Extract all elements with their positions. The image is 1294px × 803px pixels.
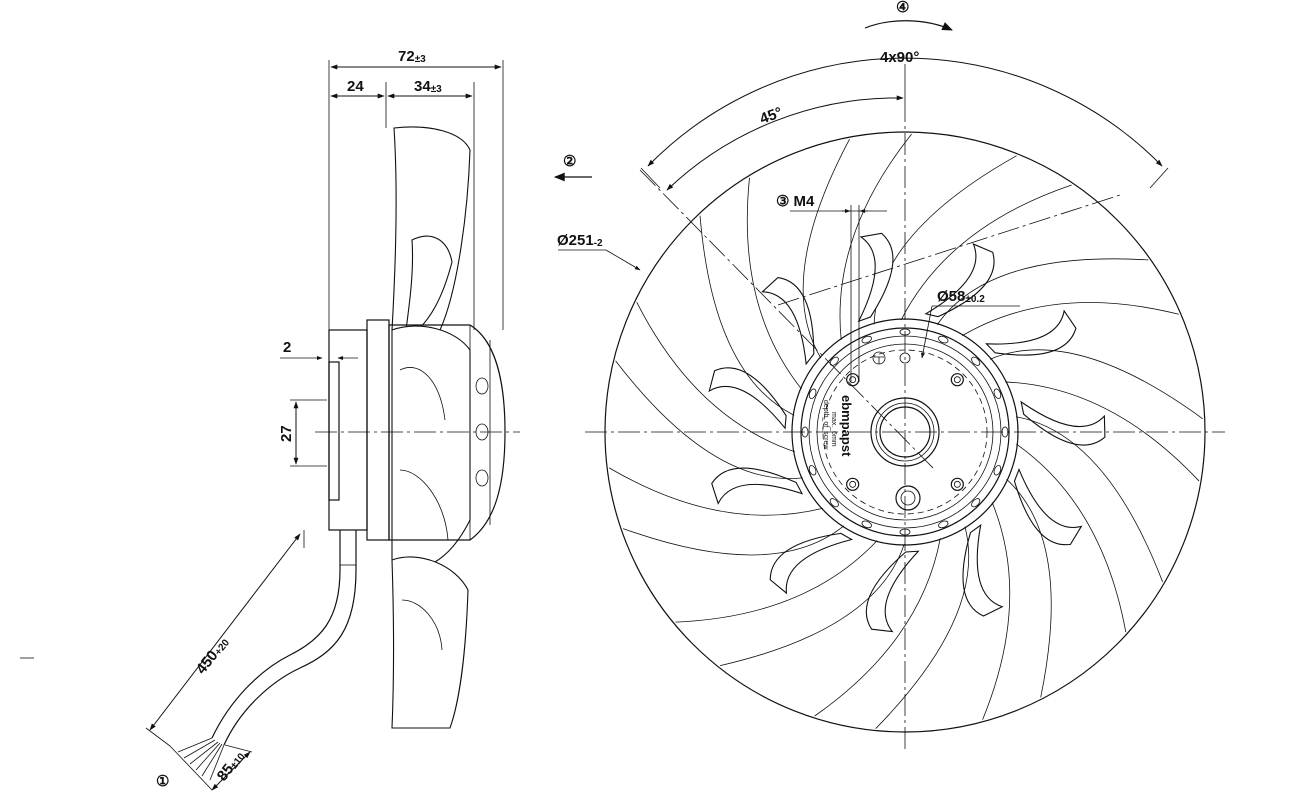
blade-strut [761, 276, 815, 366]
bolt-hole-inner [849, 480, 857, 488]
angle-pattern-label: 4x90° [880, 49, 919, 66]
brand-label: ebmpapst [839, 395, 854, 457]
blade-edge [936, 258, 1149, 325]
strip-length-label: 85±10 [214, 747, 248, 784]
blade-edge [1016, 443, 1127, 633]
blade-edge [814, 538, 941, 717]
blade-edge [746, 177, 802, 390]
blade-edge [622, 525, 845, 556]
hub-note-2: max._6mm [830, 412, 837, 447]
hub-slot [808, 465, 817, 476]
hub-slot [938, 520, 949, 529]
angle-offset-label: 45° [758, 104, 785, 128]
blade-edge [1015, 416, 1163, 582]
blade-edge [636, 302, 795, 453]
blade-strut [1020, 400, 1106, 446]
blade-edge [875, 526, 970, 729]
hub-slot [808, 388, 817, 399]
blade-strut [857, 232, 894, 323]
hub-slot [829, 498, 839, 508]
blade-edge [989, 349, 1203, 420]
gap-label: 2 [283, 339, 291, 356]
hub-slot [938, 335, 949, 344]
bolt-hole [846, 477, 860, 491]
front-view: ebmpapst depth_of_screw max._6mm 4x90° 4… [553, 0, 1225, 750]
blade-width-label: 34±3 [414, 78, 442, 95]
blade-strut [769, 532, 854, 595]
blade-edge [900, 184, 1072, 321]
hub-slot [993, 388, 1002, 399]
height-label: 27 [278, 425, 295, 442]
side-view: 72±3 24 34±3 [20, 48, 520, 791]
hub-slot [829, 356, 839, 366]
cable-length-label: 450+20 [193, 634, 233, 678]
blade-strut [711, 467, 804, 505]
blade-edge [615, 360, 803, 479]
blade-edge [1006, 478, 1052, 698]
hub-slot [861, 520, 872, 529]
hub-slot [971, 356, 981, 366]
side-blades [391, 126, 471, 729]
bolt-hole [950, 477, 964, 491]
blade-strut [924, 243, 995, 318]
blade-edge [982, 502, 1011, 720]
bolt-hole-inner [849, 376, 857, 384]
strip-length-dimension-line [211, 751, 251, 791]
side-motor [328, 319, 506, 541]
cable-length-dimension-line [149, 533, 301, 731]
bolt-hole-inner [953, 376, 961, 384]
rotation-marker: ④ [896, 0, 909, 16]
angle-offset-arc [666, 95, 904, 191]
blade-strut [708, 367, 787, 430]
blade-edge [699, 215, 795, 416]
blade-strut [962, 523, 1004, 617]
blade-strut [1013, 467, 1083, 546]
hub-note-1: depth_of_screw [822, 400, 829, 450]
airflow-marker: ② [563, 153, 576, 170]
blade-strut [865, 550, 920, 633]
bolt-hole [950, 373, 964, 387]
blade-edge [1005, 381, 1200, 482]
outer-diameter-label: Ø251-2 [557, 232, 603, 249]
blade-edge [719, 543, 905, 667]
hub-slot [861, 335, 872, 344]
cable-marker: ① [156, 773, 169, 790]
balance-hole [895, 485, 921, 511]
blade-edge [962, 302, 1179, 337]
overall-width-label: 72±3 [398, 48, 426, 65]
bolt-hole [846, 373, 860, 387]
hub-slot [971, 498, 981, 508]
bolt-hole-inner [953, 480, 961, 488]
blade-edge [675, 540, 878, 623]
rotation-direction-arrow [864, 20, 953, 31]
front-blades [608, 133, 1203, 729]
hub-slot [993, 465, 1002, 476]
blade-strut [985, 309, 1077, 356]
bolt-circle-label: Ø58±0.2 [937, 288, 985, 305]
blade-edge [608, 467, 824, 516]
hub-width-label: 24 [347, 78, 364, 95]
